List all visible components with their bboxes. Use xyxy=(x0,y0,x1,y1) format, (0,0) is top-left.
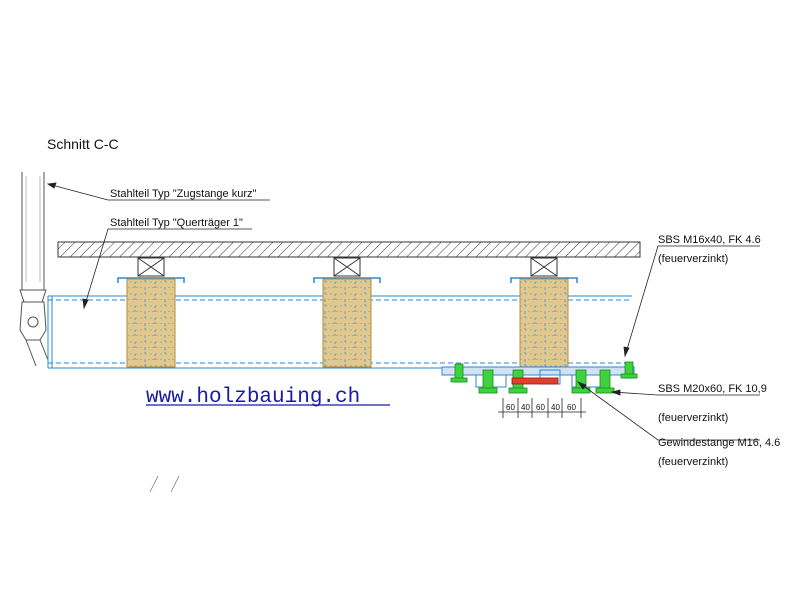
label-sbs-m20-note: (feuerverzinkt) xyxy=(658,412,728,424)
website-link[interactable]: www.holzbauing.ch xyxy=(146,386,360,409)
timber-block-2 xyxy=(313,257,381,368)
dim-5: 60 xyxy=(567,403,576,412)
leader-lines xyxy=(46,182,760,441)
label-gewindestange: Gewindestange M16, 4.6 xyxy=(658,437,780,449)
label-sbs-m16: SBS M16x40, FK 4.6 xyxy=(658,234,761,246)
break-marks xyxy=(149,475,180,493)
dimension-chain xyxy=(498,398,586,418)
zugstange-rod xyxy=(19,172,49,367)
dim-3: 60 xyxy=(536,403,545,412)
section-title: Schnitt C-C xyxy=(47,136,119,152)
timber-block-1 xyxy=(117,257,185,368)
dim-4: 40 xyxy=(551,403,560,412)
label-zugstange: Stahlteil Typ "Zugstange kurz" xyxy=(110,188,257,200)
timber-block-3 xyxy=(510,257,578,368)
label-sbs-m20: SBS M20x60, FK 10,9 xyxy=(658,383,767,395)
label-sbs-m16-note: (feuerverzinkt) xyxy=(658,253,728,265)
top-deck xyxy=(57,241,641,258)
dim-2: 40 xyxy=(521,403,530,412)
bottom-plate xyxy=(441,366,635,388)
gewindestange-rod xyxy=(511,377,559,385)
dim-1: 60 xyxy=(506,403,515,412)
label-gewindestange-note: (feuerverzinkt) xyxy=(658,456,728,468)
m16-bolt xyxy=(450,361,638,383)
label-quertraeger: Stahlteil Typ "Querträger 1" xyxy=(110,217,243,229)
